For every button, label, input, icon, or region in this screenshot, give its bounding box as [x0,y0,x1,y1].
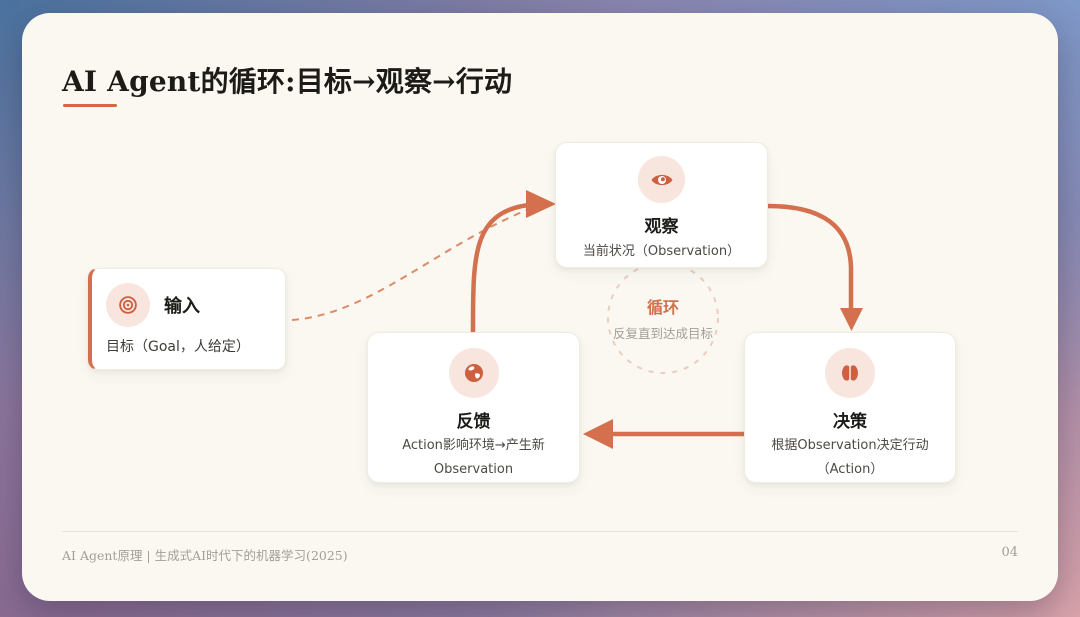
loop-subtitle: 反复直到达成目标 [612,326,713,341]
node-observe-card: 观察 当前状况（Observation） [555,142,768,268]
loop-title: 循环 [646,298,679,317]
brain-icon [825,348,875,398]
footer-divider [62,531,1018,532]
node-input-subtitle: 目标（Goal，人给定） [106,339,250,355]
node-decide-subtitle-line1: 根据Observation决定行动 [771,438,929,453]
loop-label: 循环 反复直到达成目标 [563,294,763,342]
node-feedback-title: 反馈 [456,412,491,432]
node-feedback-subtitle-line1: Action影响环境→产生新 [402,438,545,453]
node-observe-subtitle: 当前状况（Observation） [582,244,741,259]
node-observe-title: 观察 [644,217,679,237]
title-underline [63,104,117,107]
node-decide-subtitle-line2: （Action） [816,462,884,478]
node-decide-title: 决策 [833,412,867,432]
node-feedback-subtitle-line2: Observation [433,462,514,478]
page-number: 04 [1001,545,1018,560]
footer-caption: AI Agent原理 | 生成式AI时代下的机器学习(2025) [62,548,348,563]
page-title: AI Agent的循环:目标→观察→行动 [62,65,513,98]
node-decide-card: 决策 根据Observation决定行动 （Action） [744,332,956,483]
node-input-card: 输入 目标（Goal，人给定） [88,268,286,370]
node-input-title: 输入 [164,296,200,317]
target-icon [106,283,150,327]
globe-icon [448,348,499,398]
node-feedback-card: 反馈 Action影响环境→产生新 Observation [367,332,580,483]
eye-icon [638,156,685,203]
